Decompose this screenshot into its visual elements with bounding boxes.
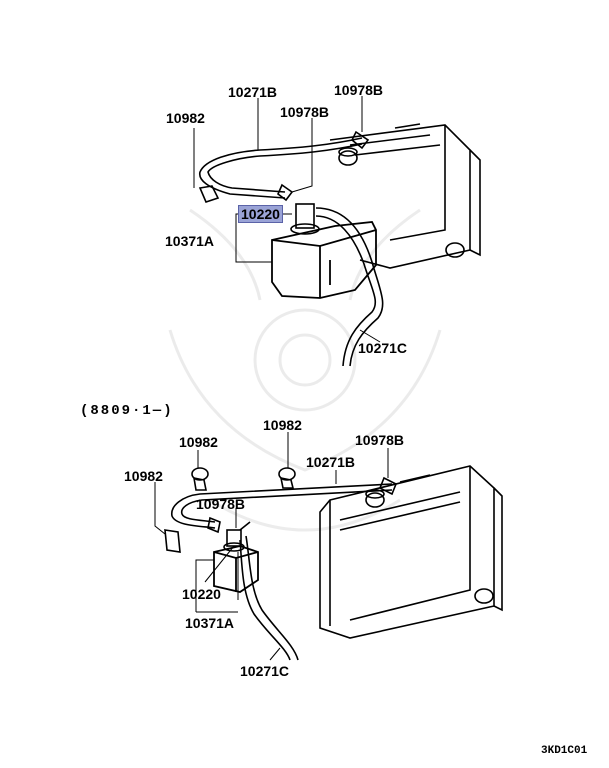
diagram-code: 3KD1C01 (541, 745, 588, 757)
upper-hose-c (315, 207, 384, 367)
label-upper-10271b: 10271B (228, 84, 278, 100)
label-lower-10371a: 10371A (185, 615, 235, 631)
upper-hose-b (199, 137, 363, 199)
upper-clip-icon (198, 185, 220, 203)
watermark-emblem (168, 208, 442, 532)
lower-clip-icon (164, 467, 296, 553)
upper-tank-cap-icon (290, 203, 320, 235)
lower-hose-b (171, 483, 393, 529)
lower-tank-cap-icon (223, 521, 251, 552)
label-lower-10271c: 10271C (240, 663, 290, 679)
label-lower-10982-a: 10982 (179, 434, 218, 450)
lower-clamp-icon (207, 476, 398, 534)
lower-radiator-cap-icon (365, 489, 385, 508)
label-lower-10982-b: 10982 (263, 417, 302, 433)
upper-leader-lines (193, 96, 381, 343)
lower-radiator (319, 465, 503, 639)
upper-radiator (329, 123, 481, 269)
label-upper-10271c: 10271C (358, 340, 408, 356)
label-upper-10978b-top: 10978B (334, 82, 384, 98)
label-lower-10982-c: 10982 (124, 468, 163, 484)
date-range-label: (8809·1—) (80, 403, 174, 419)
label-upper-10978b-mid: 10978B (280, 104, 330, 120)
label-upper-10371a: 10371A (165, 233, 215, 249)
lower-leader-lines (154, 432, 389, 661)
label-lower-10271b: 10271B (306, 454, 356, 470)
lower-hose-c (239, 535, 299, 661)
label-lower-10978b-right: 10978B (355, 432, 405, 448)
label-upper-10220: 10220 (238, 205, 283, 223)
label-lower-10978b-left: 10978B (196, 496, 246, 512)
upper-clamp-icon (277, 130, 370, 202)
highlighted-part-10220: 10220 (238, 205, 283, 223)
label-lower-10220: 10220 (182, 586, 221, 602)
upper-reserve-tank (271, 221, 377, 299)
upper-radiator-cap-icon (338, 147, 358, 166)
label-upper-10982: 10982 (166, 110, 205, 126)
